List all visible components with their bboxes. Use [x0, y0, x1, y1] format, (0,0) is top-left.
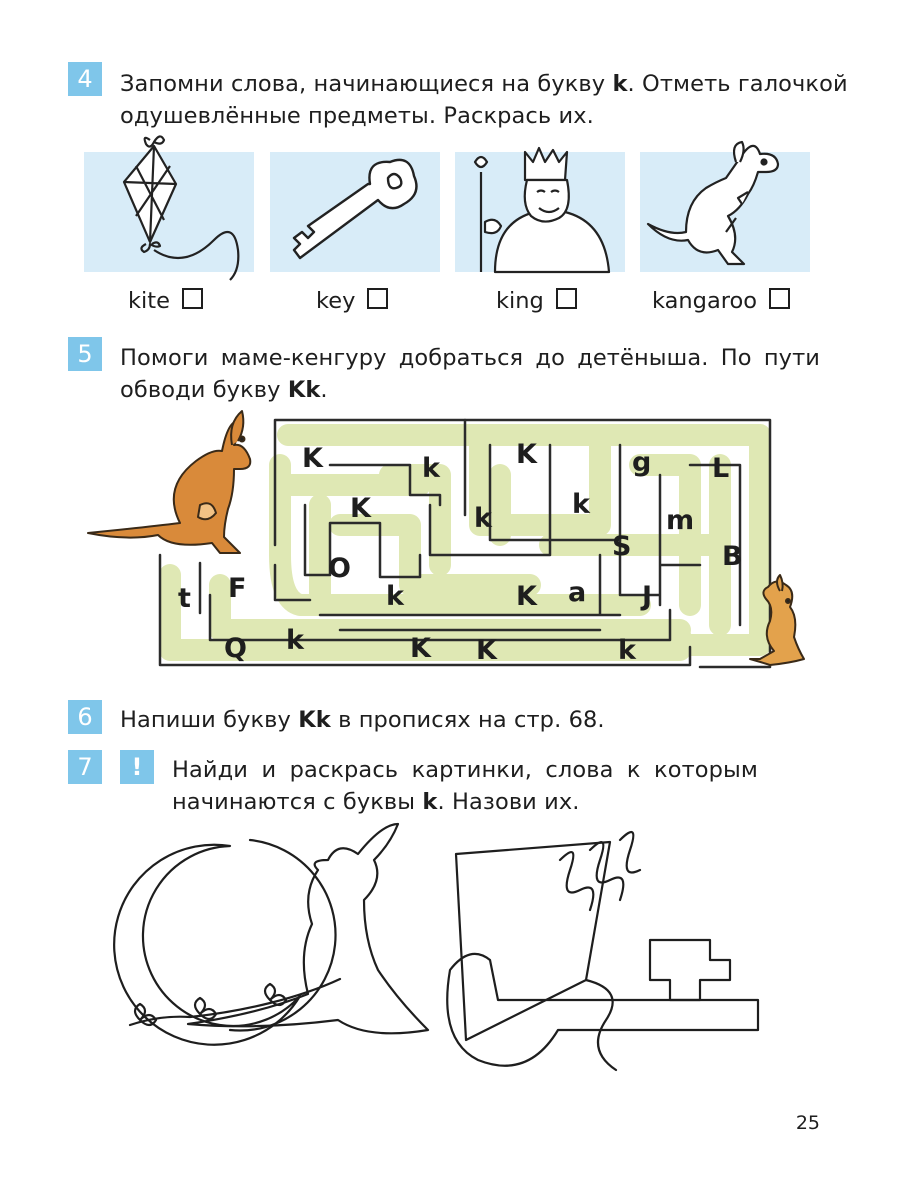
kangaroo-shape[interactable]: [186, 822, 430, 1035]
maze-letter[interactable]: m: [666, 505, 694, 536]
task-6-instruction: Напиши букву Kk в прописях на стр. 68.: [120, 704, 820, 736]
maze[interactable]: K k K g L K k k m S B O t F k K a J Q k …: [80, 405, 820, 695]
task-5-line-2-start: обводи букву: [120, 377, 288, 403]
kite-picture[interactable]: [84, 135, 254, 281]
key-shape[interactable]: [446, 952, 760, 1067]
task-5-line-2-end: .: [320, 377, 328, 403]
maze-walls: [158, 418, 772, 669]
maze-letter[interactable]: k: [286, 625, 305, 656]
task-4-number: 4: [68, 62, 102, 96]
kite-shape[interactable]: [454, 840, 612, 1042]
key-picture[interactable]: [270, 152, 440, 272]
task-5-letters: Kk: [287, 377, 321, 403]
kangaroo-picture[interactable]: [640, 140, 810, 272]
maze-letter[interactable]: k: [572, 489, 591, 520]
key-checkbox[interactable]: [367, 288, 389, 309]
task-7-line-1: Найди и раскрась картинки, слова к котор…: [172, 757, 758, 783]
maze-letter[interactable]: k: [474, 503, 493, 534]
maze-letter[interactable]: K: [476, 635, 498, 666]
maze-letter[interactable]: k: [422, 453, 441, 484]
maze-path: [159, 424, 771, 661]
maze-letter[interactable]: a: [568, 577, 586, 608]
kite-icon: [122, 135, 240, 281]
maze-letter[interactable]: K: [350, 493, 372, 524]
maze-letter[interactable]: k: [618, 635, 637, 666]
task-7-line-2-end: . Назови их.: [437, 789, 580, 815]
maze-letter[interactable]: F: [228, 573, 246, 604]
maze-letter[interactable]: g: [632, 447, 651, 478]
word-king-label: king: [496, 288, 544, 314]
word-key: key: [316, 285, 389, 317]
task-4-line-1-start: Запомни слова, начинающиеся на букву: [120, 71, 613, 97]
maze-letter[interactable]: K: [302, 443, 324, 474]
mother-kangaroo-icon: [87, 410, 252, 554]
king-icon: [473, 146, 611, 274]
maze-letter[interactable]: S: [612, 531, 631, 562]
joey-kangaroo-icon: [749, 574, 805, 666]
task-7-letter: k: [422, 789, 438, 815]
task-4-line-2: одушевлённые предметы. Раскрась их.: [120, 103, 594, 129]
wavy-lines: [558, 830, 642, 912]
maze-letter[interactable]: t: [178, 583, 191, 614]
hidden-pictures-coloring[interactable]: [110, 820, 810, 1100]
ball-shape[interactable]: [228, 838, 337, 1032]
task-5-number: 5: [68, 337, 102, 371]
maze-letter[interactable]: k: [386, 581, 405, 612]
word-kite: kite: [128, 285, 203, 317]
task-4-instruction: Запомни слова, начинающиеся на букву k. …: [120, 68, 848, 132]
key-icon: [292, 158, 418, 260]
task-6-line-start: Напиши букву: [120, 707, 299, 733]
kangaroo-checkbox[interactable]: [769, 288, 791, 309]
task-7-line-2-start: начинаются с буквы: [172, 789, 423, 815]
task-6-letters: Kk: [298, 707, 331, 733]
maze-letter[interactable]: K: [516, 439, 538, 470]
word-key-label: key: [316, 288, 356, 314]
word-kite-label: kite: [128, 288, 170, 314]
kite-tail-bows: [133, 982, 288, 1027]
king-picture[interactable]: [455, 146, 625, 274]
key-bit-shape[interactable]: [648, 938, 732, 1002]
task-7-line-2: начинаются с буквы k. Назови их.: [172, 786, 758, 818]
task-7-number: 7: [68, 750, 102, 784]
task-7-instruction: Найди и раскрась картинки, слова к котор…: [172, 754, 758, 818]
task-5-instruction: Помоги маме-кенгуру добраться до детёныш…: [120, 342, 820, 406]
page-number: 25: [795, 1112, 820, 1134]
maze-letters: K k K g L K k k m S B O t F k K a J Q k …: [178, 439, 743, 666]
kite-checkbox[interactable]: [181, 288, 203, 309]
word-kangaroo: kangaroo: [652, 285, 791, 317]
king-checkbox[interactable]: [555, 288, 577, 309]
maze-letter[interactable]: B: [722, 541, 743, 572]
task-4-letter: k: [612, 71, 628, 97]
maze-letter[interactable]: L: [712, 453, 729, 484]
maze-letter[interactable]: J: [640, 581, 652, 612]
task-5-line-2: обводи букву Kk.: [120, 374, 820, 406]
kite-tail-string: [128, 977, 342, 1027]
maze-letter[interactable]: K: [410, 633, 432, 664]
maze-letter[interactable]: K: [516, 581, 538, 612]
kangaroo-icon: [646, 140, 780, 266]
task-5-line-1: Помоги маме-кенгуру добраться до детёныш…: [120, 345, 820, 371]
kite-string: [584, 978, 618, 1072]
task-6-line-end: в прописях на стр. 68.: [330, 707, 605, 733]
task-6-line: Напиши букву Kk в прописях на стр. 68.: [120, 704, 820, 736]
task-4-line-1-end: . Отметь галочкой: [627, 71, 848, 97]
maze-letter[interactable]: O: [328, 553, 351, 584]
attention-badge: !: [120, 750, 154, 784]
maze-letter[interactable]: Q: [224, 633, 247, 664]
task-4-line-1: Запомни слова, начинающиеся на букву k. …: [120, 68, 848, 100]
word-king: king: [496, 285, 577, 317]
task-6-number: 6: [68, 700, 102, 734]
word-kangaroo-label: kangaroo: [652, 288, 758, 314]
moon-shape[interactable]: [113, 843, 302, 1046]
